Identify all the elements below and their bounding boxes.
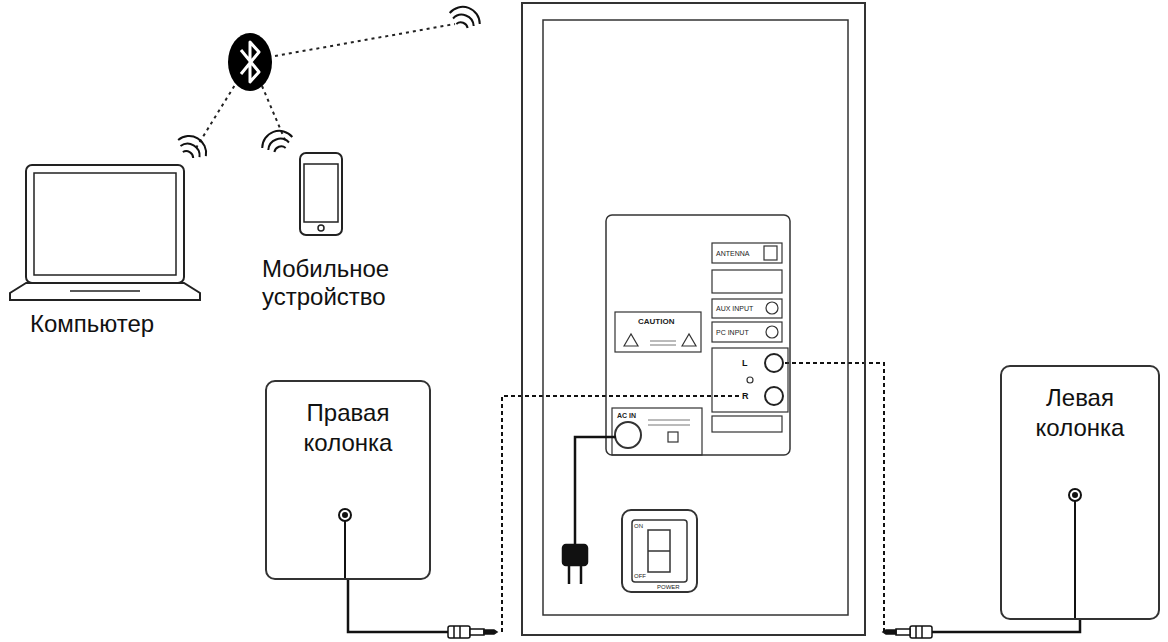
speaker-socket: L: [740, 351, 784, 375]
bluetooth-symbol: [196, 24, 455, 148]
socket-label: L: [740, 359, 748, 368]
panel-label: AC IN: [617, 412, 636, 419]
wave-icon: [174, 130, 211, 163]
phone: [300, 153, 342, 235]
node-label: Левая колонка: [1002, 383, 1158, 443]
audio-plug: [448, 626, 497, 638]
node-label: Мобильное устройство: [262, 255, 422, 311]
panel-label: PC INPUT: [716, 329, 749, 336]
node-label: Компьютер: [30, 310, 210, 338]
speaker-cable: [348, 396, 740, 632]
speaker-box: Правая колонка: [265, 380, 431, 580]
panel-label: ON: [634, 523, 643, 529]
panel-label: CAUTION: [638, 318, 674, 326]
speaker-cable: [784, 363, 1080, 632]
subwoofer-back: [522, 3, 865, 635]
speaker-jack: [339, 489, 1081, 620]
socket-ring: [764, 386, 784, 406]
panel-label: AUX INPUT: [716, 305, 753, 312]
power-cord: [563, 437, 616, 584]
audio-plug: [883, 626, 932, 638]
panel-label: OFF: [634, 573, 646, 579]
wave-icon: [447, 2, 484, 31]
laptop: [10, 165, 200, 300]
fine-print: [648, 341, 690, 425]
node-label: Правая колонка: [267, 398, 429, 458]
panel-label: ANTENNA: [716, 250, 749, 257]
socket-label: R: [740, 392, 749, 401]
device-caption: Мобильное устройство: [262, 255, 422, 311]
device-caption: Компьютер: [30, 310, 210, 338]
panel-label: POWER: [657, 584, 680, 590]
speaker-socket: R: [740, 384, 784, 408]
socket-ring: [764, 353, 784, 373]
wave-icon: [258, 126, 295, 155]
speaker-box: Левая колонка: [1000, 365, 1160, 620]
